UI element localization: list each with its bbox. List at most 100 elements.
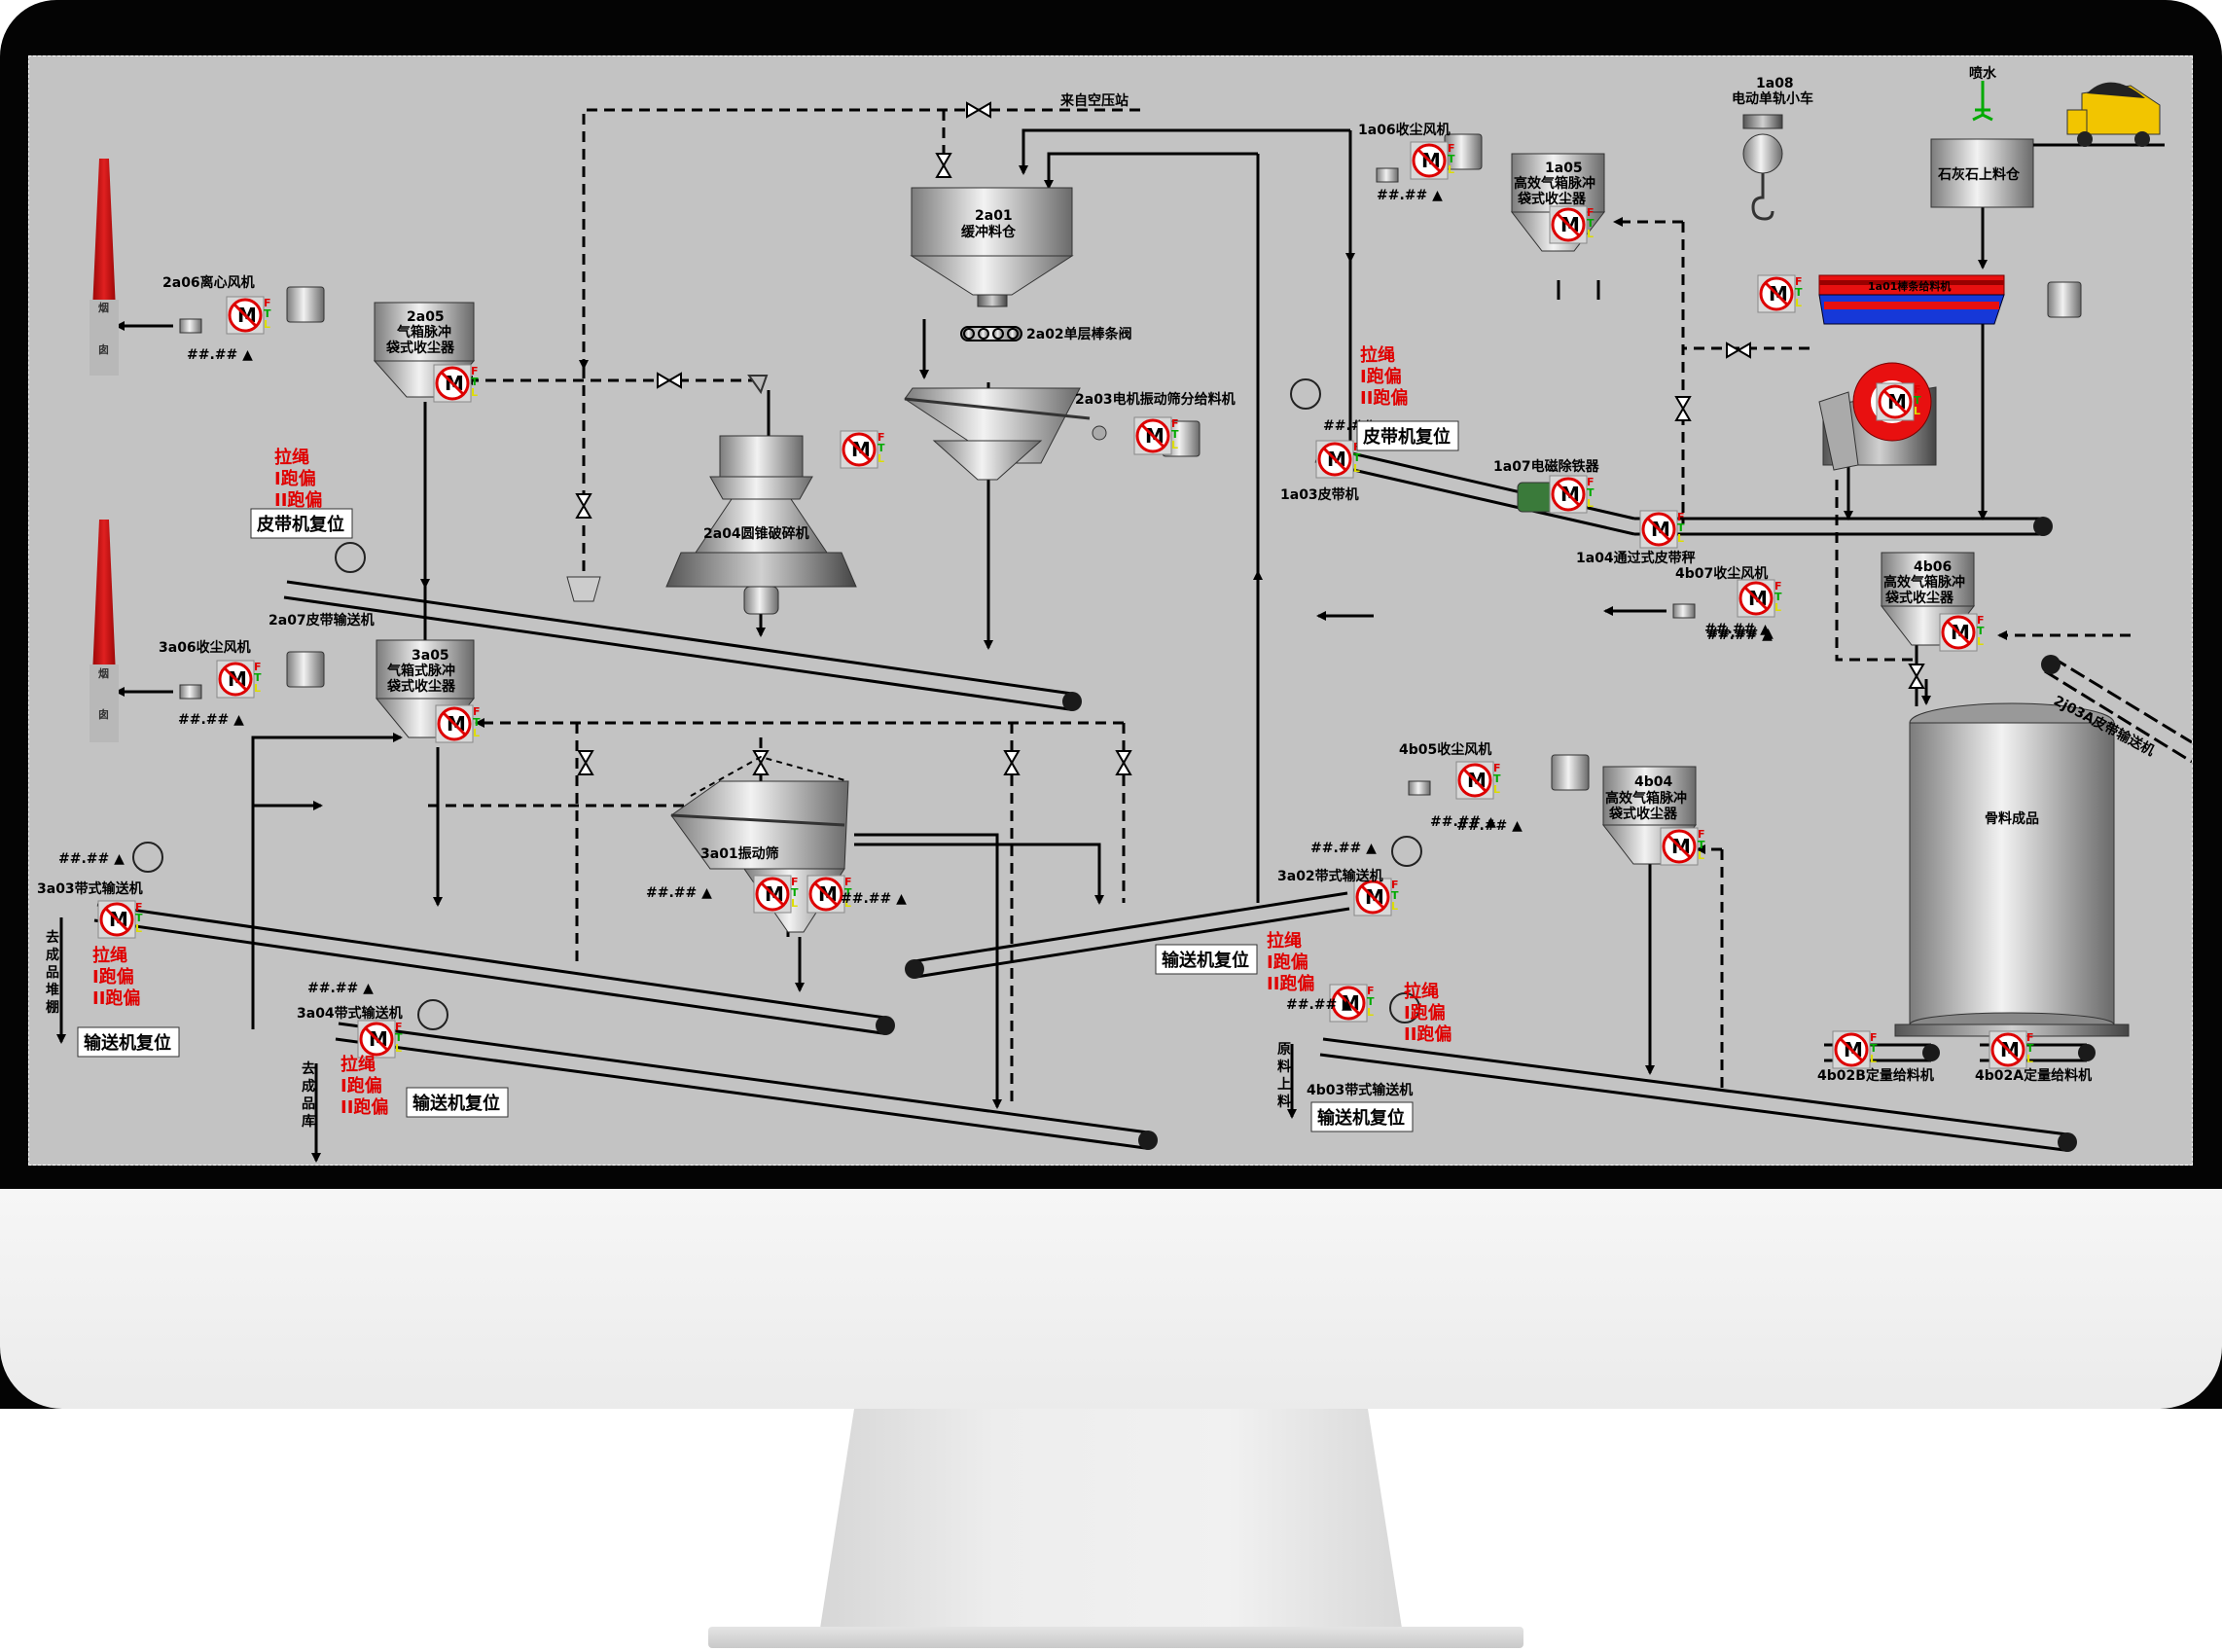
belt-reset-button-1a03[interactable]: 皮带机复位 [1356, 420, 1459, 451]
motor-icon[interactable]: MFTL [1660, 827, 1705, 866]
motor-indicator-l: L [1914, 405, 1920, 417]
motor-icon[interactable]: MFTL [1315, 440, 1361, 479]
motor-indicator-f: F [1587, 206, 1595, 219]
vibrating-feeder-2a03[interactable] [904, 387, 1107, 481]
conveyor-pulleys [876, 517, 2096, 1152]
conveyor-reset-button-3a02[interactable]: 输送机复位 [1155, 944, 1258, 975]
motor-icon[interactable]: MFTL [1757, 274, 1803, 313]
monitor-stand-neck [819, 1409, 1403, 1634]
motor-indicator-f: F [395, 1021, 403, 1033]
hoist-1a08-name: 电动单轨小车 [1732, 90, 1813, 107]
motor-icon[interactable]: MFTL [806, 875, 852, 914]
motor-icon[interactable]: MFTL [216, 660, 262, 699]
feeder-4b02a-label: 4b02A定量给料机 [1975, 1067, 2092, 1084]
filter-4b04-line3: 袋式收尘器 [1608, 806, 1678, 822]
motor-icon[interactable]: MFTL [1353, 878, 1399, 916]
value-readout: ##.## ▲ [178, 712, 244, 728]
alarm-text: II跑偏 [274, 489, 322, 511]
bar-valve-2a02[interactable] [960, 326, 1022, 341]
motor-indicator-f: F [471, 365, 479, 377]
feeder-2a03-label: 2a03电机振动筛分给料机 [1075, 391, 1236, 408]
damper-icon[interactable] [747, 375, 769, 395]
fan-4b05-label: 4b05收尘风机 [1399, 741, 1491, 758]
buffer-bin-2a01[interactable] [910, 187, 1074, 307]
alarm-text: II跑偏 [1267, 973, 1314, 994]
motor-icon[interactable]: MFTL [1989, 1030, 2034, 1069]
motor-icon[interactable]: MFTL [1410, 141, 1455, 180]
conveyor-3a04-label: 3a04带式输送机 [297, 1005, 403, 1022]
motor-indicator-t: T [878, 442, 885, 454]
conveyor-reset-button-3a04[interactable]: 输送机复位 [406, 1087, 509, 1118]
motor-icon[interactable]: MFTL [357, 1020, 403, 1059]
motor-icon[interactable]: MFTL [1133, 416, 1179, 455]
alarm-text: I跑偏 [92, 966, 134, 988]
motor-indicator-t: T [1353, 451, 1361, 464]
motor-indicator-t: T [1774, 591, 1782, 603]
motor-indicator-l: L [471, 386, 478, 399]
monorail-hoist-1a08[interactable] [1742, 114, 1783, 221]
air-supply-label: 来自空压站 [1059, 92, 1129, 109]
filter-2a05-line2: 气箱脉冲 [396, 324, 451, 341]
conveyor-belts[interactable] [93, 444, 2192, 1152]
motor-indicator-f: F [254, 661, 262, 673]
fan-icons[interactable] [286, 133, 2082, 791]
limestone-bin[interactable] [1930, 138, 2165, 208]
motor-indicator-l: L [1774, 601, 1781, 614]
valves[interactable] [575, 101, 1925, 775]
motor-indicator-f: F [1870, 1031, 1878, 1044]
cone-crusher-2a04[interactable] [665, 435, 857, 615]
aggregate-silo[interactable] [1894, 702, 2130, 1037]
motor-indicator-f: F [1774, 580, 1782, 593]
chimney-1: 烟 囱 [90, 159, 119, 376]
value-readout: ##.## ▲ [1310, 841, 1377, 856]
motor-indicator-f: F [1367, 985, 1375, 997]
alarm-text: II跑偏 [92, 988, 140, 1009]
motor-icon[interactable]: MFTL [1639, 510, 1685, 549]
motor-icon[interactable]: MFTL [97, 900, 143, 939]
belt-reset-button-2a07[interactable]: 皮带机复位 [250, 508, 353, 539]
motor-icon[interactable]: MFTL [1876, 382, 1921, 421]
conveyor-3a02-label: 3a02带式输送机 [1277, 868, 1383, 884]
svg-text:输送机复位: 输送机复位 [84, 1032, 171, 1054]
conveyor-3a03-label: 3a03带式输送机 [37, 880, 143, 897]
motors[interactable]: MFTL MFTL MFTL MFTL MFTL MFTL MFTL MFTL MFTL MFTL… [97, 141, 2034, 1069]
svg-text:烟: 烟 [98, 301, 109, 314]
motor-icon[interactable]: MFTL [1329, 984, 1375, 1023]
motor-icon[interactable]: MFTL [1549, 475, 1595, 514]
fan-1a06-label: 1a06收尘风机 [1358, 122, 1451, 138]
bar-feeder-1a01[interactable] [1818, 274, 2005, 325]
bin-2a01-name: 缓冲料仓 [961, 224, 1017, 240]
motor-icon[interactable]: MFTL [1832, 1030, 1878, 1069]
spray-icon [1972, 81, 1993, 122]
alarm-text: 拉绳 [1267, 930, 1302, 952]
motor-icon[interactable]: MFTL [435, 704, 481, 743]
motor-icon[interactable]: MFTL [1455, 761, 1501, 800]
fan-4b07-label: 4b07收尘风机 [1675, 565, 1768, 582]
motor-icon[interactable]: MFTL [433, 364, 479, 403]
motor-icon[interactable]: MFTL [1737, 579, 1782, 618]
conveyor-reset-button-3a03[interactable]: 输送机复位 [77, 1026, 180, 1058]
motor-icon[interactable]: MFTL [753, 875, 799, 914]
filter-4b04-line2: 高效气箱脉冲 [1605, 790, 1687, 807]
motor-indicator-l: L [878, 452, 884, 465]
monitor-chin [0, 1189, 2222, 1409]
value-readout: ##.## ▲ [1707, 626, 1774, 641]
motor-icon[interactable]: MFTL [840, 430, 885, 469]
motor-icon[interactable]: MFTL [226, 296, 271, 335]
filter-4b06-line2: 高效气箱脉冲 [1883, 574, 1965, 591]
motor-indicator-t: T [473, 716, 481, 729]
svg-text:输送机复位: 输送机复位 [412, 1093, 500, 1114]
motor-indicator-t: T [1171, 428, 1179, 441]
alarm-text: 拉绳 [1360, 344, 1395, 366]
filter-1a05-line2: 高效气箱脉冲 [1514, 175, 1595, 192]
conveyor-4b03-label: 4b03带式输送机 [1307, 1082, 1413, 1098]
feeder-4b02b-label: 4b02B定量给料机 [1817, 1067, 1934, 1084]
motor-indicator-t: T [254, 671, 262, 684]
conveyor-reset-button-4b03[interactable]: 输送机复位 [1310, 1101, 1414, 1132]
belt-2a07-label: 2a07皮带输送机 [269, 612, 375, 628]
fan-inlets [179, 167, 1696, 796]
limestone-bin-label: 石灰石上料仓 [1937, 166, 2021, 183]
motor-icon[interactable]: MFTL [1549, 205, 1595, 244]
belt-1a03-label: 1a03皮带机 [1280, 486, 1359, 503]
motor-icon[interactable]: MFTL [1939, 613, 1985, 652]
